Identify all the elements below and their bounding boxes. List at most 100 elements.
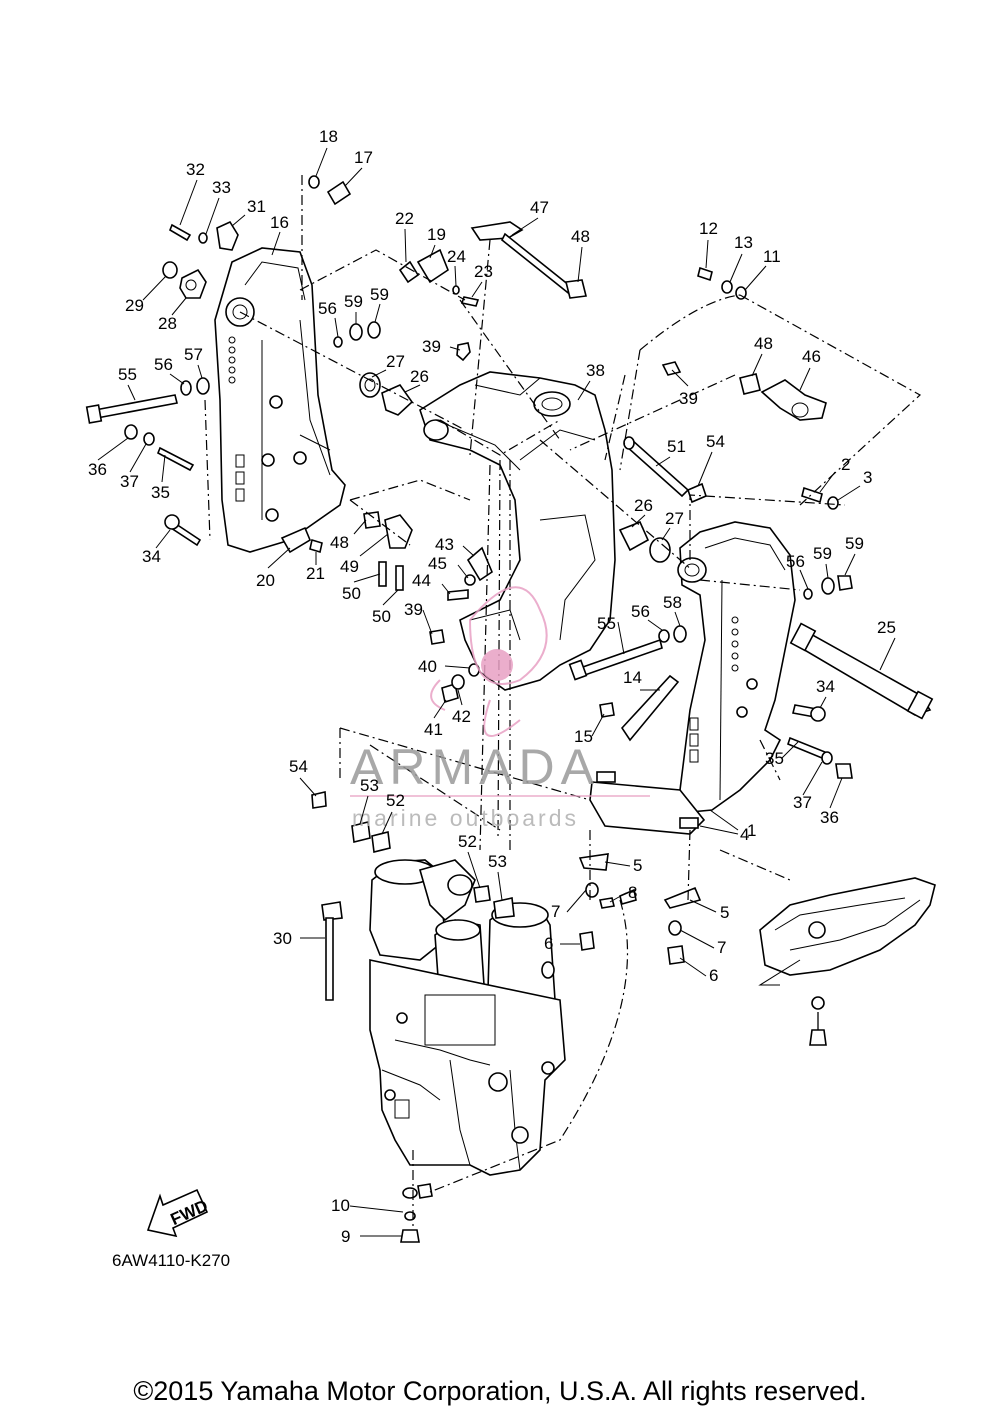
- leader-callout-4: [699, 825, 739, 835]
- callout-34a: 34: [142, 547, 161, 566]
- leader-callout-55a: [127, 384, 136, 401]
- leader-callout-51: [655, 456, 671, 467]
- leader-callout-58: [674, 611, 681, 627]
- callout-6b: 6: [709, 966, 718, 985]
- leader-callout-33: [205, 197, 220, 235]
- leader-callout-59b: [374, 303, 381, 323]
- leader-callout-37a: [129, 443, 147, 473]
- callout-44: 44: [412, 571, 431, 590]
- callout-56b: 56: [154, 355, 173, 374]
- callout-48a: 48: [571, 227, 590, 246]
- leader-callout-59d: [844, 553, 856, 576]
- leader-callout-55b: [617, 621, 625, 655]
- callout-40: 40: [418, 657, 437, 676]
- leader-callout-56d: [647, 619, 663, 631]
- leader-callout-32: [179, 179, 198, 226]
- callout-22: 22: [395, 209, 414, 228]
- callout-53a: 53: [360, 776, 379, 795]
- callout-45: 45: [428, 554, 447, 573]
- leader-callout-44: [441, 583, 451, 595]
- callout-49: 49: [340, 557, 359, 576]
- leader-callout-37b: [802, 761, 823, 796]
- callout-58: 58: [663, 593, 682, 612]
- leader-callout-15: [591, 713, 605, 737]
- leader-callout-26a: [404, 384, 421, 393]
- diagram-code: 6AW4110-K270: [112, 1251, 230, 1270]
- leader-callout-39c: [422, 609, 433, 635]
- leader-callout-54a: [697, 451, 713, 487]
- leader-callout-17: [344, 167, 363, 187]
- callout-28: 28: [158, 314, 177, 333]
- bottom-cover: [758, 877, 936, 1046]
- leader-callout-46: [799, 367, 811, 391]
- callout-55b: 55: [597, 614, 616, 633]
- leader-callout-54b: [299, 777, 317, 797]
- leader-callout-19: [429, 244, 436, 259]
- leader-callout-45: [457, 564, 469, 579]
- callout-59a: 59: [344, 292, 363, 311]
- callout-37a: 37: [120, 472, 139, 491]
- leader-callout-8: [609, 892, 627, 903]
- callout-50a: 50: [342, 584, 361, 603]
- leader-callout-42: [457, 689, 463, 706]
- callout-18: 18: [319, 127, 338, 146]
- leader-callout-13: [729, 253, 743, 283]
- leader-callout-7b: [679, 929, 715, 949]
- callout-27b: 27: [665, 509, 684, 528]
- callout-21: 21: [306, 564, 325, 583]
- tilt-shaft: [789, 622, 934, 720]
- leader-callout-47: [511, 217, 539, 236]
- leader-callout-11: [744, 265, 767, 291]
- leader-callout-27a: [371, 369, 387, 378]
- callout-8: 8: [628, 883, 637, 902]
- callout-10: 10: [331, 1196, 350, 1215]
- leader-callout-53b: [497, 871, 503, 901]
- leader-callout-25: [879, 637, 896, 671]
- callout-34b: 34: [816, 677, 835, 696]
- leader-callout-27b: [661, 527, 671, 541]
- callout-56a: 56: [318, 299, 337, 318]
- leader-callout-57: [197, 364, 203, 379]
- callout-36b: 36: [820, 808, 839, 827]
- leader-callout-39a: [449, 346, 461, 351]
- callout-leaders: [97, 147, 896, 1237]
- leader-callout-50a: [353, 573, 381, 583]
- leader-callout-49: [359, 533, 389, 557]
- leader-callout-29: [142, 275, 167, 301]
- leader-callout-5a: [604, 861, 631, 867]
- leader-callout-56c: [799, 569, 809, 590]
- leader-callout-16: [271, 231, 281, 256]
- callout-35a: 35: [151, 483, 170, 502]
- leader-callout-35b: [781, 741, 799, 759]
- leader-callout-10: [349, 1205, 404, 1213]
- callout-35b: 35: [765, 749, 784, 768]
- fasteners: [85, 175, 853, 1243]
- callout-26b: 26: [634, 496, 653, 515]
- callout-13: 13: [734, 233, 753, 252]
- leader-callout-40: [444, 665, 471, 669]
- callout-36a: 36: [88, 460, 107, 479]
- callout-47: 47: [530, 198, 549, 217]
- leader-callout-28: [171, 297, 187, 316]
- callout-11: 11: [763, 247, 781, 266]
- callout-5a: 5: [633, 856, 642, 875]
- callout-17: 17: [354, 148, 373, 167]
- callout-42: 42: [452, 707, 471, 726]
- callout-53b: 53: [488, 852, 507, 871]
- callout-5b: 5: [720, 903, 729, 922]
- callout-9: 9: [341, 1227, 350, 1246]
- callout-23: 23: [474, 262, 493, 281]
- callout-2: 2: [841, 455, 850, 474]
- power-trim-tilt-unit: [369, 859, 566, 1176]
- leader-callout-52a: [381, 811, 393, 835]
- leader-callout-34b: [819, 696, 827, 709]
- leader-callout-26b: [631, 514, 646, 528]
- leader-callout-43: [462, 545, 475, 557]
- leader-callout-2: [819, 471, 836, 493]
- callout-39c: 39: [404, 600, 423, 619]
- callout-26a: 26: [410, 367, 429, 386]
- fwd-arrow: FWD: [146, 1188, 211, 1238]
- leader-callout-48c: [353, 519, 367, 535]
- callout-3: 3: [863, 468, 872, 487]
- leader-callout-6b: [679, 957, 707, 977]
